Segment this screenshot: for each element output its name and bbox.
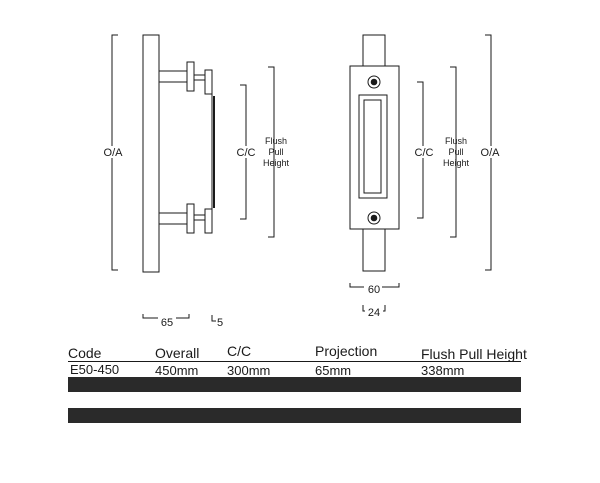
side-centres-label: C/C	[237, 147, 256, 159]
side-projection-label: 65	[161, 317, 173, 329]
side-flush-label-line3: Height	[263, 158, 290, 168]
front-view-bar-top	[362, 34, 386, 67]
front-view-backplate	[349, 65, 400, 230]
side-view-bottom-standoff	[158, 212, 188, 225]
side-flush-label-line2: Pull	[268, 147, 283, 157]
side-view-bar	[142, 34, 160, 273]
front-overall-label: O/A	[481, 147, 501, 159]
screw-icon	[367, 75, 381, 89]
front-view	[349, 34, 400, 272]
front-centres-label: C/C	[415, 147, 434, 159]
front-view-labels: C/C Flush Pull Height O/A 60 24	[364, 136, 502, 319]
front-view-recess	[358, 94, 388, 199]
side-gap-label: 5	[217, 317, 223, 329]
screw-icon	[367, 211, 381, 225]
front-view-bar-bottom	[362, 228, 386, 272]
front-flush-label-line1: Flush	[445, 136, 467, 146]
side-view	[142, 34, 215, 273]
front-plate-width-label: 60	[368, 284, 380, 296]
side-view-labels: O/A C/C Flush Pull Height 65 5	[101, 136, 290, 329]
front-bar-width-label: 24	[368, 307, 380, 319]
front-flush-label-line2: Pull	[448, 147, 463, 157]
side-view-top-standoff	[158, 70, 188, 83]
side-flush-label-line1: Flush	[265, 136, 287, 146]
front-flush-label-line3: Height	[443, 158, 470, 168]
side-overall-label: O/A	[104, 147, 124, 159]
